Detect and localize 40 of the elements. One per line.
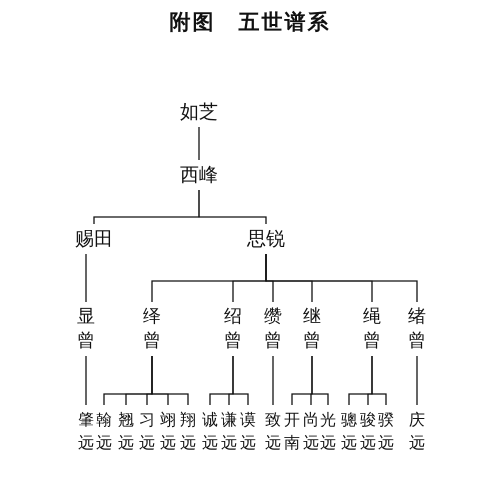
person-name: 绳曾 <box>362 305 382 353</box>
person-name: 绪曾 <box>407 305 427 353</box>
person-name: 致远 <box>264 408 282 454</box>
person-name: 谦远 <box>220 408 238 454</box>
person-name: 显曾 <box>76 305 96 353</box>
person-name: 西峰 <box>177 163 221 187</box>
family-line <box>265 254 418 302</box>
person-name: 思锐 <box>244 227 288 251</box>
person-name: 缵曾 <box>263 305 283 353</box>
person-name: 习远 <box>138 408 156 454</box>
person-name: 绍曾 <box>223 305 243 353</box>
person-name: 尚远 <box>302 408 320 454</box>
family-line <box>85 356 87 405</box>
family-line <box>416 356 418 405</box>
person-name: 庆远 <box>408 408 426 454</box>
person-name: 骏远 <box>360 408 376 454</box>
person-name: 翰远 <box>96 408 112 454</box>
family-line <box>232 356 249 405</box>
person-name: 诚远 <box>202 408 218 454</box>
family-line <box>151 356 189 405</box>
person-name: 赐田 <box>72 227 116 251</box>
person-name: 继曾 <box>302 305 322 353</box>
person-name: 翘远 <box>118 408 134 454</box>
person-name: 肇远 <box>78 408 94 454</box>
person-name: 开南 <box>284 408 300 454</box>
family-line <box>198 190 267 224</box>
family-line <box>371 356 387 405</box>
person-name: 如芝 <box>177 100 221 124</box>
person-name: 光远 <box>320 408 336 454</box>
person-name: 绎曾 <box>142 305 162 353</box>
family-line <box>85 254 87 302</box>
person-name: 谟远 <box>240 408 256 454</box>
family-line <box>311 356 329 405</box>
family-line <box>272 356 274 405</box>
person-name: 翊远 <box>160 408 176 454</box>
diagram-title: 附图 五世谱系 <box>168 8 332 36</box>
family-line <box>198 127 200 160</box>
person-name: 骢远 <box>340 408 358 454</box>
person-name: 骙远 <box>378 408 394 454</box>
person-name: 翔远 <box>180 408 196 454</box>
